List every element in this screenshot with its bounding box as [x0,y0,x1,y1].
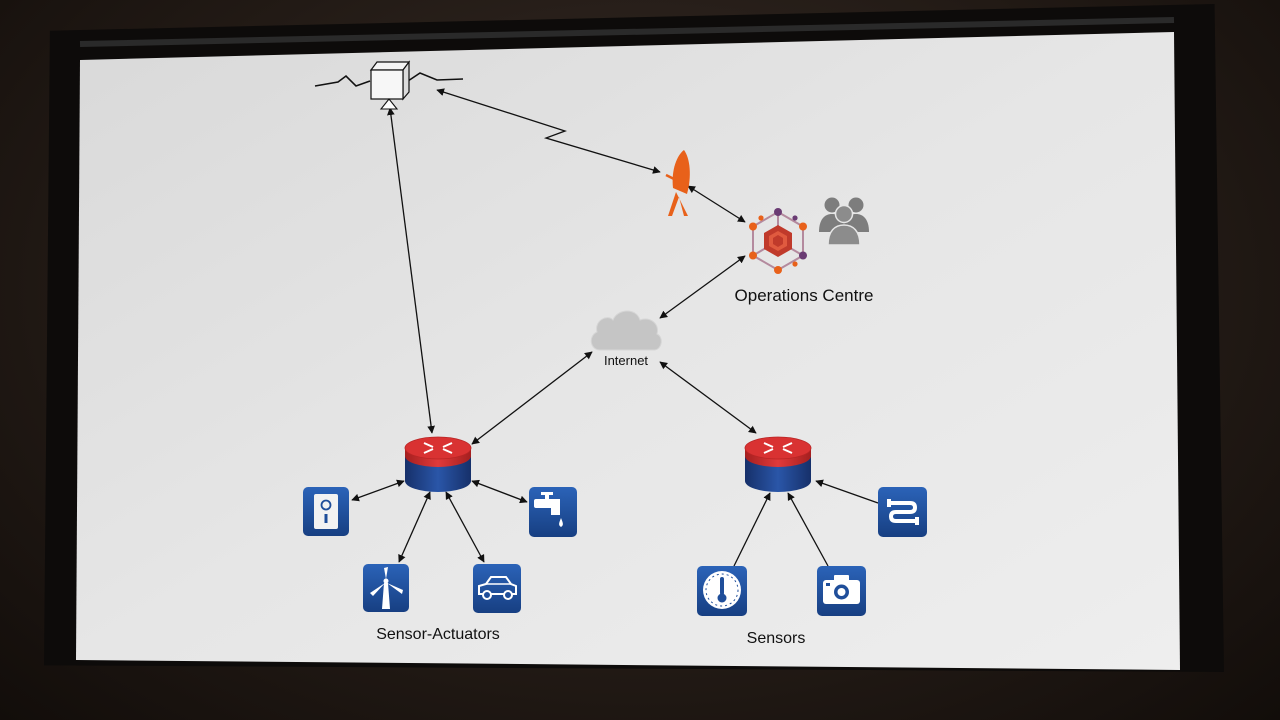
link-router-left-lock [351,479,405,502]
pipe-sensor-icon [878,487,927,537]
router-icon [744,436,812,492]
link-router-left-tap [471,479,528,504]
satellite-dish-icon [665,150,690,216]
camera-icon [817,566,866,616]
water-tap-icon [529,487,577,537]
link-internet-router-left [471,351,593,445]
link-satellite-router-left [387,107,435,434]
link-internet-router-right [659,361,757,434]
internet-label: Internet [603,353,649,368]
link-camera-router-right [787,492,829,567]
connections [351,88,879,567]
cloud-icon [590,310,662,351]
sensor-actuators-label: Sensor-Actuators [376,626,500,643]
car-icon [473,564,521,613]
link-satellite-ground-station [436,88,661,174]
sensors-label: Sensors [746,630,806,647]
satellite-icon [314,60,464,110]
router-icon [404,436,472,492]
hexagon-network-icon [749,208,807,274]
wind-turbine-icon [363,564,409,612]
link-thermometer-router-right [733,492,771,567]
link-router-left-turbine [398,491,431,563]
link-router-left-car [445,491,485,563]
browser-bar [79,17,1175,47]
smart-lock-icon [303,487,349,536]
people-group-icon [819,197,869,246]
screen-area [76,32,1180,670]
thermometer-icon [697,566,747,616]
operations-centre-label: Operations Centre [734,286,874,305]
link-dish-operations [687,185,746,223]
link-pipe-router-right [815,479,879,504]
link-operations-internet [659,255,746,319]
